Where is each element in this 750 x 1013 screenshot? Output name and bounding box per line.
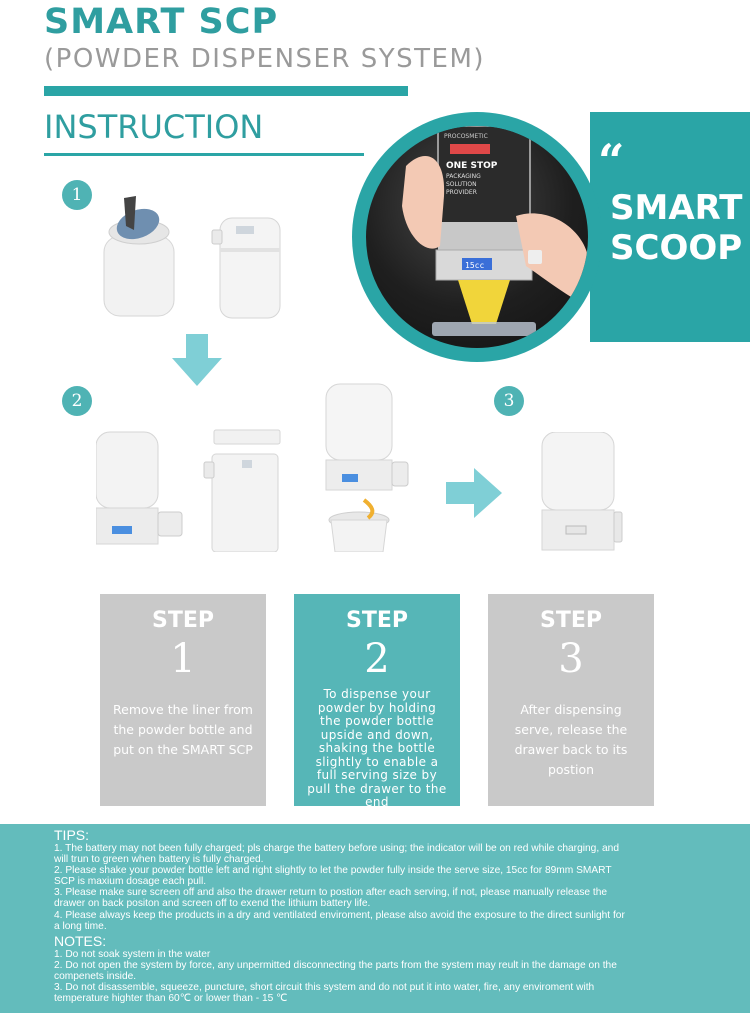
tips-content: TIPS: 1. The battery may not been fully … xyxy=(54,827,694,1005)
step-marker-2: 2 xyxy=(62,386,92,416)
tips-line: 3. Please make sure screen off and also … xyxy=(54,887,608,899)
tips-line: 1. The battery may not been fully charge… xyxy=(54,843,619,854)
step-marker-3: 3 xyxy=(494,386,524,416)
step-card-2-number: 2 xyxy=(364,636,390,682)
tips-panel: TIPS: 1. The battery may not been fully … xyxy=(0,824,750,1013)
hero-band xyxy=(590,112,750,342)
tips-line: 4. Please always keep the products in a … xyxy=(54,909,625,921)
step-card-2: STEP 2 To dispense your powder by holdin… xyxy=(294,594,460,809)
page-title: SMART SCP xyxy=(44,2,279,42)
step-card-3-number: 3 xyxy=(558,636,584,682)
step-card-3-word: STEP xyxy=(539,608,602,633)
tips-heading: TIPS: xyxy=(54,827,90,843)
quote-mark: “ xyxy=(598,134,625,188)
step3-illustration xyxy=(541,432,623,551)
tips-line: 2. Please shake your powder bottle left … xyxy=(54,865,612,877)
notes-line: temperature highter than 60℃ or lower th… xyxy=(54,993,288,1005)
down-arrow-icon xyxy=(172,334,222,386)
can-text-provider: PROVIDER xyxy=(446,189,477,196)
hero-photo: ONE STOP PACKAGING SOLUTION PROVIDER PRO… xyxy=(366,126,588,348)
step1-illustration xyxy=(103,196,281,319)
step-card-1-description: Remove the liner from the powder bottle … xyxy=(113,702,253,757)
smart-scoop-line1: SMART xyxy=(610,188,743,228)
step-card-3-description: After dispensing serve, release the draw… xyxy=(514,702,628,777)
step-card-2-word: STEP xyxy=(345,608,408,633)
smart-scoop-line2: SCOOP xyxy=(610,228,743,268)
step-card-1-number: 1 xyxy=(170,636,196,682)
page-subtitle: (POWDER DISPENSER SYSTEM) xyxy=(44,44,486,74)
can-text-one-stop: ONE STOP xyxy=(446,161,498,171)
notes-heading: NOTES: xyxy=(54,932,107,949)
hand-holding-dispenser-image: ONE STOP PACKAGING SOLUTION PROVIDER PRO… xyxy=(402,126,588,336)
can-brand-text: PROCOSMETIC xyxy=(444,133,488,140)
step-card-3: STEP 3 After dispensing serve, release t… xyxy=(488,594,654,806)
step-card-1: STEP 1 Remove the liner from the powder … xyxy=(100,594,266,806)
dispenser-display: 15cc xyxy=(465,261,484,270)
notes-line: 2. Do not open the system by force, any … xyxy=(54,959,617,971)
section-underline xyxy=(44,153,364,156)
tips-line: drawer on back positon and screen off to… xyxy=(54,898,371,910)
right-arrow-icon xyxy=(446,468,502,518)
can-text-solution: SOLUTION xyxy=(446,181,477,188)
can-text-packaging: PACKAGING xyxy=(446,173,481,180)
tips-line: will trun to green when battery is fully… xyxy=(54,854,264,866)
notes-line: 1. Do not soak system in the water xyxy=(54,948,211,960)
notes-line: compenets inside. xyxy=(54,970,137,982)
section-title: INSTRUCTION xyxy=(44,108,264,146)
header-divider-bar xyxy=(44,86,408,96)
step-card-2-description: To dispense your powder by holding the p… xyxy=(307,687,447,809)
step-card-1-word: STEP xyxy=(151,608,214,633)
smart-scoop-label: SMART SCOOP xyxy=(610,188,742,268)
step2-illustration xyxy=(96,383,409,552)
tips-line: a long time. xyxy=(54,920,107,932)
tips-line: SCP is maxium dosage each pull. xyxy=(54,876,207,888)
notes-line: 3. Do not disassemble, squeeze, puncture… xyxy=(54,982,595,994)
step-marker-1: 1 xyxy=(62,180,92,210)
